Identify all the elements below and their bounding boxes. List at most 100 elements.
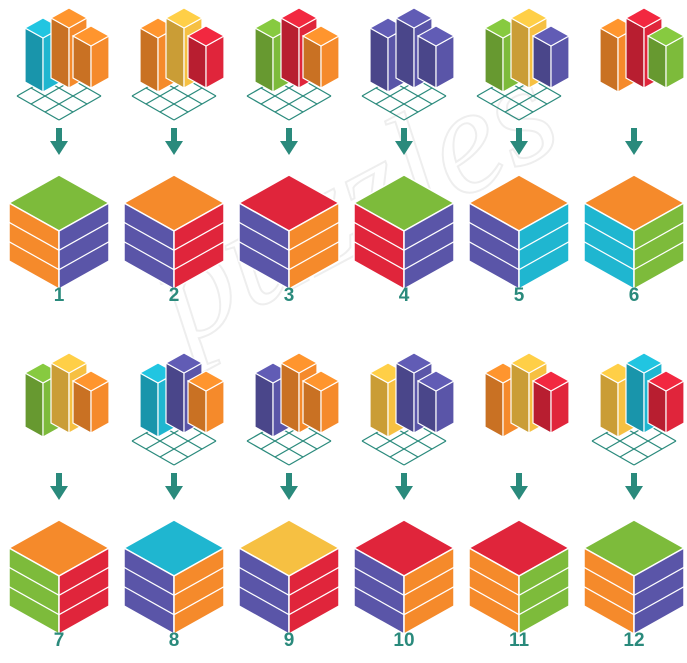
puzzle-10: 10 bbox=[347, 345, 461, 663]
pieces-figure bbox=[485, 353, 569, 437]
assembled-cube bbox=[469, 520, 569, 634]
piece-left-face bbox=[281, 18, 299, 88]
pieces-figure bbox=[25, 353, 109, 437]
down-arrow-icon bbox=[625, 128, 643, 155]
piece-block bbox=[73, 26, 109, 88]
down-arrow-icon bbox=[510, 128, 528, 155]
piece-left-face bbox=[511, 18, 529, 88]
pieces-figure bbox=[247, 353, 339, 465]
puzzle-1: 1 bbox=[2, 0, 116, 318]
puzzle-number: 10 bbox=[347, 630, 461, 652]
assembled-cube bbox=[354, 175, 454, 289]
puzzle-5: 5 bbox=[462, 0, 576, 318]
puzzle-illustration bbox=[2, 0, 116, 285]
piece-left-face bbox=[485, 28, 503, 92]
down-arrow-icon bbox=[510, 473, 528, 500]
puzzle-3: 3 bbox=[232, 0, 346, 318]
piece-left-face bbox=[396, 18, 414, 88]
piece-block bbox=[418, 371, 454, 433]
pieces-figure bbox=[17, 8, 109, 120]
assembled-cube bbox=[9, 520, 109, 634]
down-arrow-icon bbox=[165, 128, 183, 155]
piece-block bbox=[303, 26, 339, 88]
piece-left-face bbox=[600, 373, 618, 437]
piece-block bbox=[533, 26, 569, 88]
piece-block bbox=[303, 371, 339, 433]
puzzle-8: 8 bbox=[117, 345, 231, 663]
puzzle-number: 3 bbox=[232, 285, 346, 307]
down-arrow-icon bbox=[395, 128, 413, 155]
puzzle-9: 9 bbox=[232, 345, 346, 663]
pieces-figure bbox=[132, 353, 224, 465]
piece-left-face bbox=[25, 28, 43, 92]
pieces-figure bbox=[132, 8, 224, 120]
down-arrow-icon bbox=[280, 473, 298, 500]
assembled-cube bbox=[239, 175, 339, 289]
puzzle-illustration bbox=[577, 345, 687, 630]
puzzle-number: 12 bbox=[577, 630, 687, 652]
pieces-figure bbox=[247, 8, 339, 120]
piece-block bbox=[648, 26, 684, 88]
down-arrow-icon bbox=[165, 473, 183, 500]
piece-left-face bbox=[281, 363, 299, 433]
piece-block bbox=[533, 371, 569, 433]
assembled-cube bbox=[354, 520, 454, 634]
puzzle-illustration bbox=[462, 0, 576, 285]
piece-block bbox=[188, 26, 224, 88]
piece-left-face bbox=[51, 363, 69, 433]
piece-left-face bbox=[140, 28, 158, 92]
puzzle-number: 8 bbox=[117, 630, 231, 652]
piece-left-face bbox=[485, 373, 503, 437]
assembled-cube bbox=[584, 175, 684, 289]
puzzle-illustration bbox=[117, 345, 231, 630]
assembled-cube bbox=[124, 175, 224, 289]
pieces-figure bbox=[362, 8, 454, 120]
pieces-figure bbox=[592, 353, 684, 465]
piece-left-face bbox=[370, 373, 388, 437]
pieces-figure bbox=[362, 353, 454, 465]
piece-left-face bbox=[396, 363, 414, 433]
assembled-cube bbox=[469, 175, 569, 289]
piece-block bbox=[188, 371, 224, 433]
piece-block bbox=[648, 371, 684, 433]
piece-left-face bbox=[166, 18, 184, 88]
piece-left-face bbox=[511, 363, 529, 433]
puzzle-illustration bbox=[232, 0, 346, 285]
piece-left-face bbox=[140, 373, 158, 437]
puzzle-number: 1 bbox=[2, 285, 116, 307]
piece-left-face bbox=[370, 28, 388, 92]
down-arrow-icon bbox=[50, 473, 68, 500]
puzzle-4: 4 bbox=[347, 0, 461, 318]
piece-left-face bbox=[255, 373, 273, 437]
piece-left-face bbox=[51, 18, 69, 88]
puzzle-illustration bbox=[462, 345, 576, 630]
down-arrow-icon bbox=[625, 473, 643, 500]
assembled-cube bbox=[9, 175, 109, 289]
puzzle-illustration bbox=[347, 345, 461, 630]
piece-block bbox=[418, 26, 454, 88]
puzzle-number: 2 bbox=[117, 285, 231, 307]
puzzle-number: 4 bbox=[347, 285, 461, 307]
puzzle-illustration bbox=[577, 0, 687, 285]
puzzle-11: 11 bbox=[462, 345, 576, 663]
piece-left-face bbox=[626, 363, 644, 433]
puzzle-7: 7 bbox=[2, 345, 116, 663]
assembled-cube bbox=[124, 520, 224, 634]
puzzle-illustration bbox=[2, 345, 116, 630]
piece-left-face bbox=[600, 28, 618, 92]
down-arrow-icon bbox=[50, 128, 68, 155]
puzzle-number: 11 bbox=[462, 630, 576, 652]
piece-left-face bbox=[166, 363, 184, 433]
puzzle-illustration bbox=[232, 345, 346, 630]
puzzle-number: 9 bbox=[232, 630, 346, 652]
puzzle-12: 12 bbox=[577, 345, 687, 663]
piece-block bbox=[73, 371, 109, 433]
puzzle-number: 5 bbox=[462, 285, 576, 307]
assembled-cube bbox=[584, 520, 684, 634]
piece-left-face bbox=[626, 18, 644, 88]
puzzle-illustration bbox=[117, 0, 231, 285]
pieces-figure bbox=[477, 8, 569, 120]
piece-left-face bbox=[25, 373, 43, 437]
puzzle-number: 7 bbox=[2, 630, 116, 652]
